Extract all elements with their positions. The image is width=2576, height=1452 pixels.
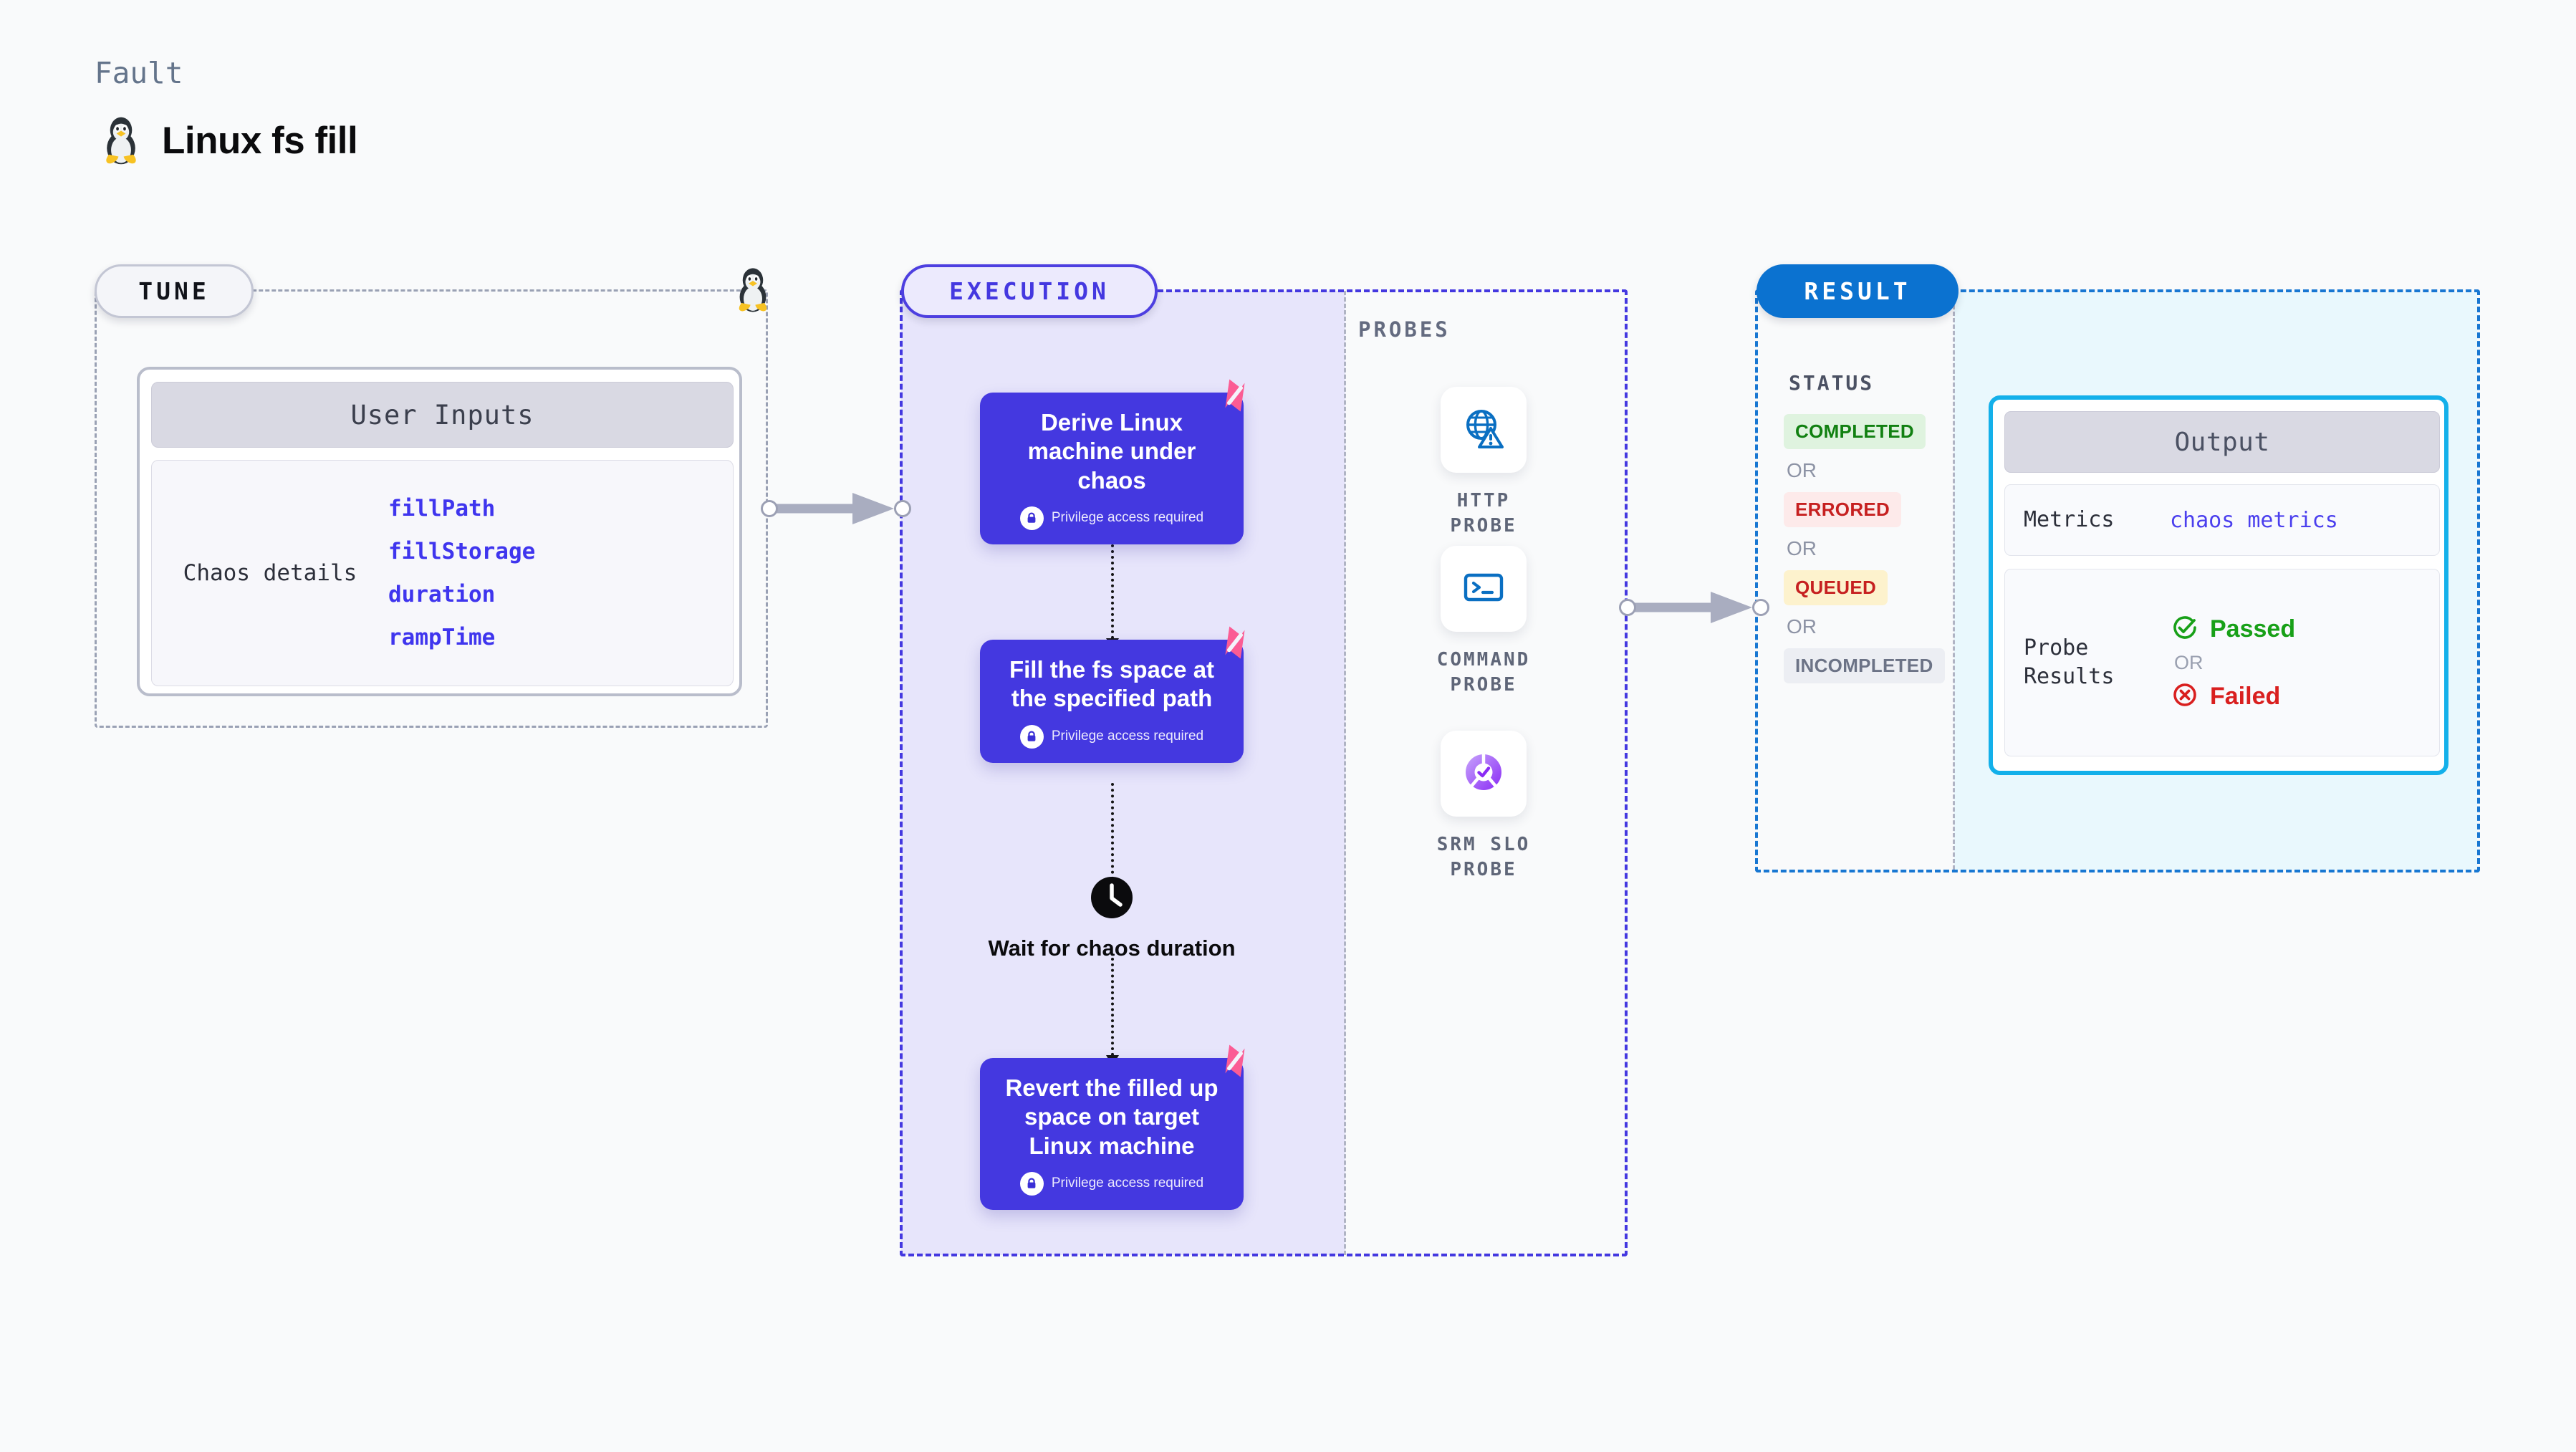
- privilege-note-text: Privilege access required: [1051, 510, 1204, 526]
- slo-donut-check-icon: [1459, 748, 1508, 800]
- privilege-note: Privilege access required: [1019, 724, 1204, 749]
- execution-step-card[interactable]: Derive Linux machine under chaos Privile…: [980, 379, 1245, 544]
- harness-logo-icon: [1216, 624, 1254, 665]
- status-or-label: OR: [1787, 459, 1817, 481]
- result-pill-label: RESULT: [1756, 264, 1959, 318]
- probe-failed-label: Failed: [2210, 682, 2281, 710]
- flow-arrow: [1106, 539, 1119, 649]
- probe-tile: [1441, 546, 1527, 632]
- step-title: Derive Linux machine under chaos: [1027, 409, 1196, 494]
- param-duration[interactable]: duration: [388, 582, 496, 607]
- step-title: Revert the filled up space on target Lin…: [1005, 1074, 1219, 1159]
- check-circle-icon: [2170, 612, 2200, 646]
- x-circle-icon: [2170, 680, 2200, 713]
- probe-results-values: Passed OR Failed: [2170, 612, 2295, 713]
- output-probe-results-row: Probe Results Passed OR: [2004, 569, 2440, 756]
- connector-probes-to-result: [1619, 586, 1769, 629]
- harness-logo-icon: [1216, 377, 1254, 418]
- execution-step-card[interactable]: Revert the filled up space on target Lin…: [980, 1044, 1245, 1210]
- probe-label: HTTP PROBE: [1450, 490, 1517, 537]
- status-section-label: STATUS: [1789, 371, 1875, 395]
- flow-arrow: [1106, 783, 1119, 890]
- probe-item-srm-slo[interactable]: SRM SLO PROBE: [1417, 731, 1550, 883]
- status-badge-completed: COMPLETED: [1784, 414, 1926, 449]
- privilege-note: Privilege access required: [1019, 1171, 1204, 1196]
- tux-penguin-icon: [734, 266, 772, 314]
- privilege-note: Privilege access required: [1019, 506, 1204, 530]
- param-ramptime[interactable]: rampTime: [388, 625, 496, 650]
- probes-section-label: PROBES: [1358, 317, 1451, 342]
- page-kicker: Fault: [95, 56, 183, 90]
- status-or-label: OR: [1787, 537, 1817, 559]
- wait-node: Wait for chaos duration: [980, 875, 1244, 961]
- result-panel: [1755, 289, 2480, 872]
- param-fillstorage[interactable]: fillStorage: [388, 539, 536, 564]
- wait-node-label: Wait for chaos duration: [988, 936, 1236, 961]
- user-inputs-heading: User Inputs: [151, 382, 734, 448]
- probe-result-passed: Passed: [2170, 612, 2295, 646]
- tux-penguin-icon: [100, 115, 142, 166]
- output-metrics-row: Metrics chaos metrics: [2004, 484, 2440, 556]
- result-divider: [1953, 292, 1955, 870]
- probe-passed-label: Passed: [2210, 615, 2296, 643]
- lock-icon: [1019, 724, 1044, 749]
- output-metrics-key: Metrics: [2024, 506, 2115, 532]
- page-title: Linux fs fill: [162, 119, 358, 162]
- output-heading: Output: [2004, 411, 2440, 473]
- globe-warning-icon: [1459, 404, 1508, 456]
- user-inputs-card: User Inputs Chaos details fillPath fillS…: [137, 367, 742, 696]
- connector-endpoint-dot: [1619, 599, 1636, 616]
- tune-pill-label: TUNE: [95, 264, 254, 318]
- probe-label: SRM SLO PROBE: [1436, 834, 1531, 881]
- connector-endpoint-dot: [894, 500, 911, 517]
- probe-item-command[interactable]: COMMAND PROBE: [1417, 546, 1550, 698]
- terminal-icon: [1460, 564, 1507, 615]
- probe-result-failed: Failed: [2170, 680, 2280, 713]
- chaos-details-row: Chaos details fillPath fillStorage durat…: [151, 460, 734, 686]
- step-title: Fill the fs space at the specified path: [1009, 656, 1215, 712]
- execution-pill-label: EXECUTION: [901, 264, 1158, 318]
- connector-endpoint-dot: [761, 500, 778, 517]
- probe-tile: [1441, 387, 1527, 473]
- status-or-label: OR: [1787, 615, 1817, 638]
- connector-endpoint-dot: [1752, 599, 1769, 616]
- connector-tune-to-execution: [761, 487, 911, 530]
- clock-icon: [1090, 875, 1134, 923]
- chaos-details-label: Chaos details: [183, 560, 357, 586]
- status-badge-queued: QUEUED: [1784, 570, 1888, 605]
- chaos-details-params: fillPath fillStorage duration rampTime: [388, 496, 535, 650]
- harness-logo-icon: [1216, 1042, 1254, 1083]
- status-badge-errored: ERRORED: [1784, 492, 1902, 527]
- output-metrics-value[interactable]: chaos metrics: [2170, 507, 2338, 533]
- status-badge-incompleted: INCOMPLETED: [1784, 648, 1945, 683]
- output-card: Output Metrics chaos metrics Probe Resul…: [1989, 395, 2448, 775]
- execution-step-card[interactable]: Fill the fs space at the specified path …: [980, 626, 1245, 763]
- probe-item-http[interactable]: HTTP PROBE: [1417, 387, 1550, 539]
- probes-divider: [1344, 291, 1346, 1255]
- probe-result-or-label: OR: [2174, 651, 2203, 673]
- page-title-row: Linux fs fill: [100, 115, 358, 166]
- execution-probes-panel: [900, 289, 1628, 1256]
- status-list: COMPLETED OR ERRORED OR QUEUED OR INCOMP…: [1784, 414, 1945, 683]
- lock-icon: [1019, 506, 1044, 530]
- privilege-note-text: Privilege access required: [1051, 729, 1204, 744]
- output-probe-results-key: Probe Results: [2024, 635, 2115, 690]
- lock-icon: [1019, 1171, 1044, 1196]
- probe-label: COMMAND PROBE: [1436, 649, 1531, 696]
- privilege-note-text: Privilege access required: [1051, 1175, 1204, 1191]
- probe-tile: [1441, 731, 1527, 817]
- param-fillpath[interactable]: fillPath: [388, 496, 496, 521]
- flow-arrow: [1106, 958, 1119, 1066]
